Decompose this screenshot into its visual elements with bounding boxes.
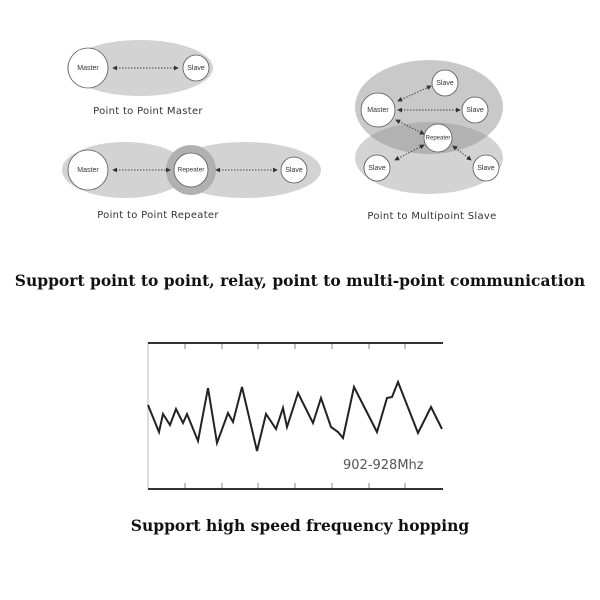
p2p-master-diagram: Master Slave: [67, 40, 213, 96]
headline-communication: Support point to point, relay, point to …: [14, 271, 586, 290]
hopping-waveform: [147, 379, 443, 452]
caption-p2p-repeater: Point to Point Repeater: [97, 210, 219, 221]
master-label: Master: [367, 107, 389, 114]
master-node: [360, 92, 396, 128]
frequency-hopping-graphic: [147, 342, 443, 490]
repeater-label: Repeater: [426, 136, 451, 142]
caption-p2p-master: Point to Point Master: [93, 106, 203, 117]
frequency-label: 902-928Mhz: [343, 458, 424, 473]
slave-node: [431, 69, 459, 97]
slave-label: Slave: [466, 107, 484, 114]
master-node: [67, 149, 109, 191]
slave-label: Slave: [477, 165, 495, 172]
p2p-repeater-diagram: Master Repeater Slave: [62, 142, 321, 198]
headline-frequency-hopping: Support high speed frequency hopping: [130, 516, 470, 535]
overlap-zone: [355, 122, 503, 154]
slave-node: [280, 156, 308, 184]
slave-label: Slave: [285, 167, 303, 174]
caption-p2mp: Point to Multipoint Slave: [367, 211, 497, 222]
link-arrow: [397, 85, 432, 102]
slave-node: [461, 96, 489, 124]
slave-node: [182, 54, 210, 82]
master-node: [67, 47, 109, 89]
slave-label: Slave: [436, 80, 454, 87]
repeater-node: [423, 123, 453, 153]
slave-node: [472, 154, 500, 182]
p2mp-diagram: Master Slave Slave Repeater Slave Slave: [355, 60, 503, 194]
repeater-label: Repeater: [178, 167, 206, 174]
link-arrow: [452, 145, 472, 161]
link-arrow: [394, 144, 425, 161]
slave-node: [363, 154, 391, 182]
repeater-node: [173, 152, 209, 188]
slave-label: Slave: [187, 65, 205, 72]
slave-label: Slave: [368, 165, 386, 172]
master-label: Master: [77, 167, 99, 174]
link-arrow: [395, 119, 425, 135]
master-label: Master: [77, 65, 99, 72]
